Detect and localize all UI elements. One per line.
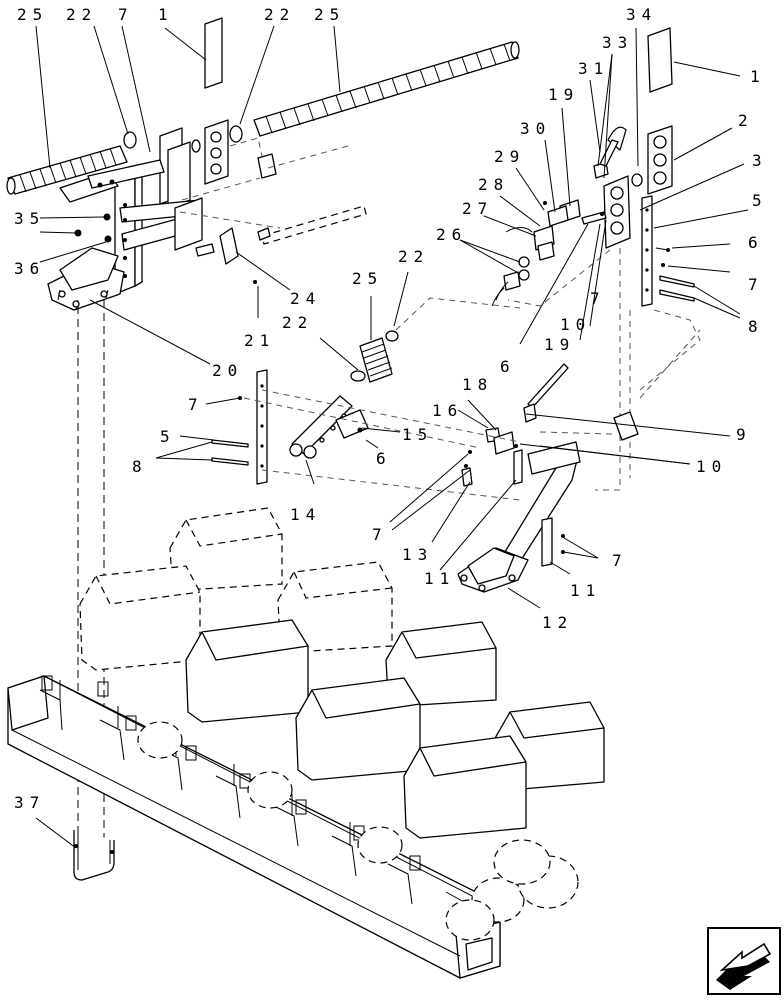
u-bolt-37 bbox=[73, 830, 115, 881]
callout-11-left: 11 bbox=[424, 569, 455, 588]
upright-bracket-left bbox=[59, 127, 203, 295]
callout-24: 24 bbox=[290, 289, 321, 308]
callout-13: 13 bbox=[402, 545, 433, 564]
callout-22-mid-top: 22 bbox=[398, 247, 429, 266]
callout-7-low-right: 7 bbox=[612, 551, 628, 570]
leader-lines bbox=[35, 25, 749, 849]
callout-28: 28 bbox=[478, 175, 509, 194]
callout-7-left-top: 7 bbox=[118, 5, 134, 24]
callout-8-mid-left: 8 bbox=[132, 457, 148, 476]
callout-30: 30 bbox=[520, 119, 551, 138]
callout-19-mid: 19 bbox=[544, 335, 575, 354]
callout-7-low: 7 bbox=[372, 525, 388, 544]
callout-31: 31 bbox=[578, 59, 609, 78]
hydraulic-block-right bbox=[647, 125, 673, 195]
hose-top bbox=[253, 41, 520, 137]
callout-5-right: 5 bbox=[752, 191, 768, 210]
callout-37: 37 bbox=[14, 793, 45, 812]
coil-hose-mid bbox=[359, 337, 393, 383]
callout-12: 12 bbox=[542, 613, 573, 632]
callout-10-low: 10 bbox=[696, 457, 727, 476]
manifold-14 bbox=[289, 395, 369, 459]
callout-34: 34 bbox=[626, 5, 657, 24]
hopper-4 bbox=[185, 619, 309, 723]
callout-11-right: 11 bbox=[570, 581, 601, 600]
arm-12 bbox=[457, 441, 581, 593]
callout-20: 20 bbox=[212, 361, 243, 380]
hopper-6 bbox=[295, 677, 421, 781]
callout-7-mid-right: 7 bbox=[590, 289, 606, 308]
callout-25-mid: 25 bbox=[352, 269, 383, 288]
callout-2-right: 2 bbox=[738, 111, 754, 130]
callout-9: 9 bbox=[736, 425, 752, 444]
foot-plate-left bbox=[47, 247, 125, 311]
bar-11 bbox=[541, 517, 553, 567]
callout-25-left: 25 bbox=[17, 5, 48, 24]
callout-1-right: 1 bbox=[750, 67, 766, 86]
callout-35: 35 bbox=[14, 209, 45, 228]
cover-plate-top bbox=[204, 17, 223, 89]
callout-27: 27 bbox=[462, 199, 493, 218]
next-page-arrow-icon[interactable] bbox=[707, 927, 781, 995]
callout-3-right: 3 bbox=[752, 151, 768, 170]
callout-26: 26 bbox=[436, 225, 467, 244]
callout-18: 18 bbox=[462, 375, 493, 394]
callout-10-mid: 10 bbox=[560, 315, 591, 334]
hopper-1 bbox=[169, 507, 283, 591]
callout-36: 36 bbox=[14, 259, 45, 278]
callout-19-top: 19 bbox=[548, 85, 579, 104]
callout-16: 16 bbox=[432, 401, 463, 420]
cover-plate-right bbox=[647, 27, 673, 93]
callout-6-mid: 6 bbox=[500, 357, 516, 376]
callout-21: 21 bbox=[244, 331, 275, 350]
hydraulic-block-left bbox=[204, 119, 229, 185]
callout-1-top: 1 bbox=[158, 5, 174, 24]
callout-5-mid-left: 5 bbox=[160, 427, 176, 446]
hopper-2 bbox=[79, 565, 201, 671]
clamp-top bbox=[229, 125, 243, 143]
callout-6-right: 6 bbox=[748, 233, 764, 252]
block-24 bbox=[219, 227, 239, 265]
hopper-8 bbox=[403, 735, 527, 839]
frame-brackets bbox=[41, 675, 421, 871]
callout-33: 33 bbox=[602, 33, 633, 52]
callout-22-top: 22 bbox=[264, 5, 295, 24]
callout-15: 15 bbox=[402, 425, 433, 444]
callout-labels: 25 22 7 1 22 25 34 33 31 19 30 29 28 27 … bbox=[14, 5, 768, 812]
gauge-wheels bbox=[137, 721, 579, 941]
callout-14: 14 bbox=[290, 505, 321, 524]
callout-7-right: 7 bbox=[748, 275, 764, 294]
callout-6-low: 6 bbox=[376, 449, 392, 468]
callout-29: 29 bbox=[494, 147, 525, 166]
callout-8-right: 8 bbox=[748, 317, 764, 336]
hydraulic-block-right-inner bbox=[603, 175, 631, 249]
callout-25-top: 25 bbox=[314, 5, 345, 24]
callout-7-mid-left: 7 bbox=[188, 395, 204, 414]
hopper-5 bbox=[385, 621, 497, 707]
callout-22-mid: 22 bbox=[282, 313, 313, 332]
callout-22-left: 22 bbox=[66, 5, 97, 24]
hose-left bbox=[6, 145, 128, 195]
clamp-left bbox=[123, 131, 137, 149]
